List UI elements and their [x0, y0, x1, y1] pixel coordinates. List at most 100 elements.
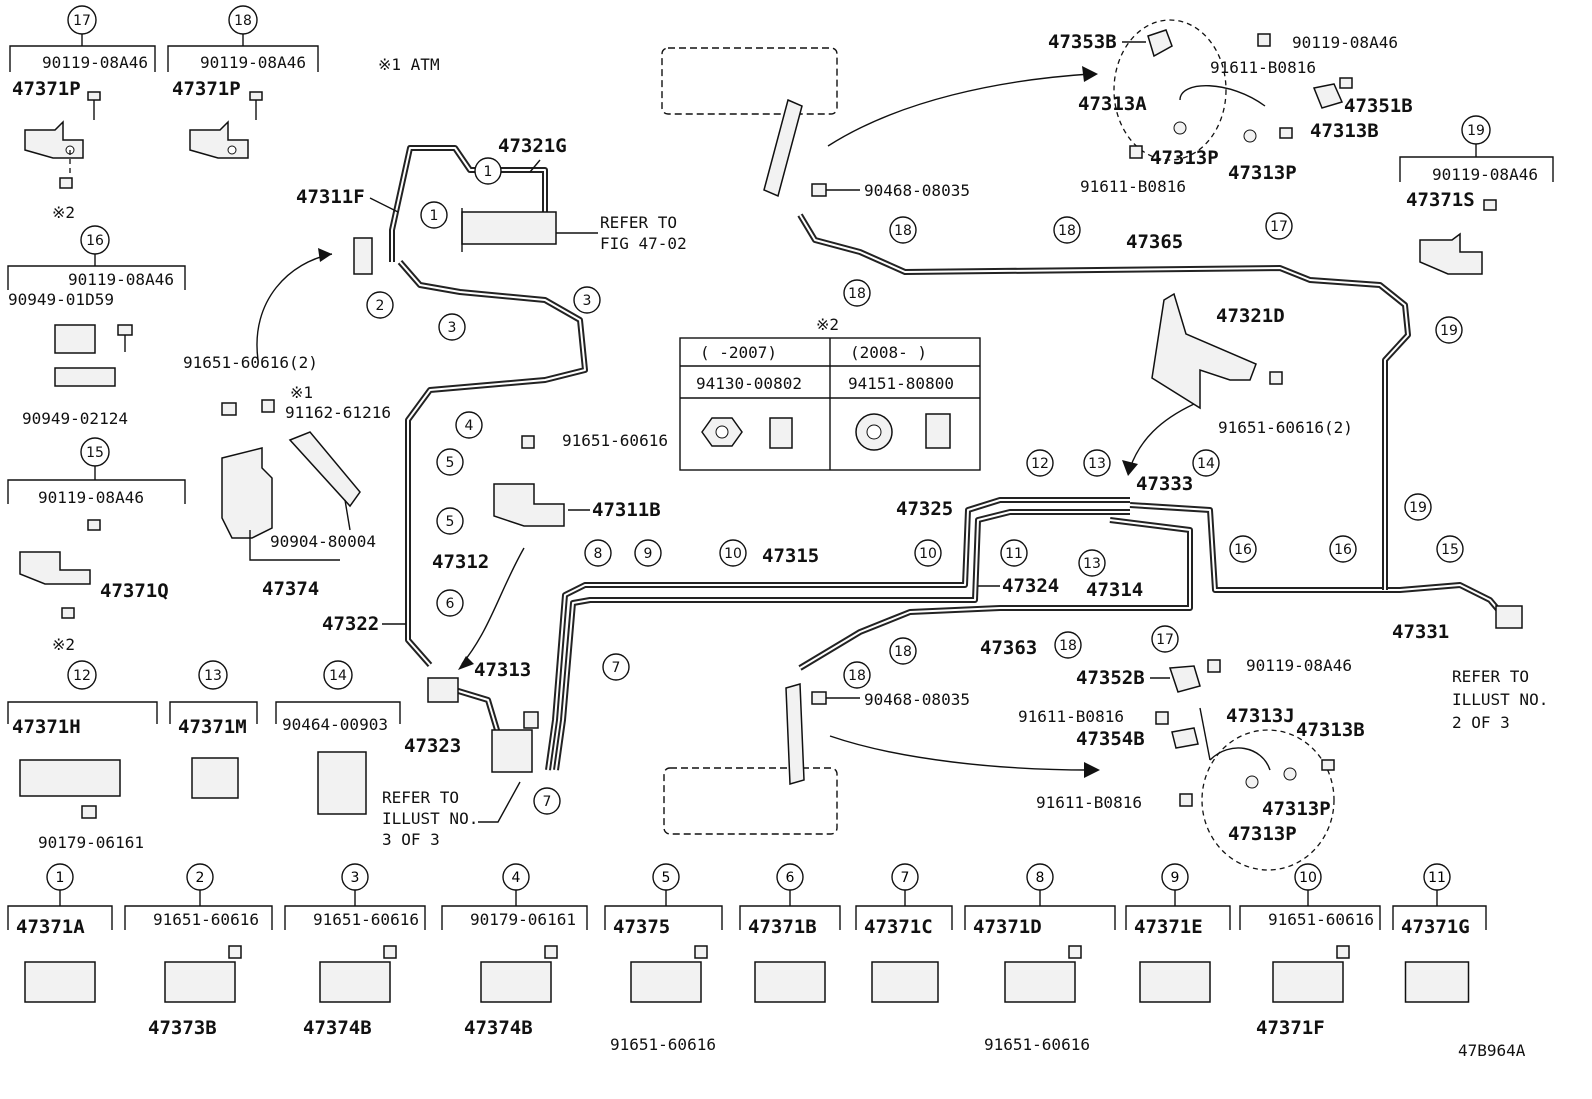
svg-text:14: 14 — [329, 668, 347, 684]
bolt-icon — [1155, 711, 1169, 725]
svg-text:16: 16 — [1234, 542, 1252, 558]
abs-actuator: REFER TO ILLUST NO. 3 OF 3 — [382, 677, 539, 849]
fastener-label: 91651-60616 — [984, 1035, 1090, 1054]
nut-icon — [59, 177, 73, 189]
svg-text:17: 17 — [1270, 219, 1288, 235]
clamp-icon — [480, 961, 552, 1003]
svg-text:1: 1 — [430, 208, 439, 224]
clip-icon — [811, 183, 827, 197]
clamp-part-label: 47375 — [613, 916, 670, 938]
bottom-clamp-row: 147371A247373B91651-60616347374B91651-60… — [7, 863, 1487, 1054]
nut-col2-header: (2008- ) — [850, 343, 927, 362]
callout-number: 3 — [351, 870, 360, 886]
svg-text:18: 18 — [894, 223, 912, 239]
label-47352B: 47352B — [1076, 667, 1145, 689]
caliper-detail-bottom: 47352B 90119-08A46 91611-B0816 47313J 47… — [1018, 656, 1365, 871]
label-91651-60616-2b: 91651-60616(2) — [1218, 418, 1353, 437]
bolt-icon — [1207, 659, 1221, 673]
bolt-icon — [1321, 759, 1335, 771]
bracket-icon — [1168, 665, 1201, 693]
refer-fig-text-2: FIG 47-02 — [600, 234, 687, 253]
callouts-master-area: 1 1 2 3 3 4 5 5 6 7 7 — [366, 157, 630, 815]
union-icon — [353, 237, 373, 275]
label-47321D: 47321D — [1216, 305, 1285, 327]
callout-number: 7 — [901, 870, 910, 886]
clamp-part-label: 47371C — [864, 916, 933, 938]
part-label-a: 90949-01D59 — [8, 290, 114, 309]
bracket-icon — [1147, 29, 1173, 58]
bolt-label: 90119-08A46 — [200, 53, 306, 72]
bracket-icon — [1151, 292, 1257, 410]
bolt-icon — [383, 945, 397, 959]
part-label: 90464-00903 — [282, 715, 388, 734]
clamp-icon — [1404, 961, 1470, 1003]
nut-col1-part: 94130-00802 — [696, 374, 802, 393]
nut-table-title: ※2 — [816, 315, 839, 334]
master-cylinder-icon — [461, 211, 557, 245]
callout-14: 14 — [323, 660, 353, 690]
refer-illust2-text-2: ILLUST NO. — [1452, 690, 1548, 709]
label-90468-08035-bot: 90468-08035 — [864, 690, 970, 709]
svg-text:14: 14 — [1197, 456, 1215, 472]
svg-text:6: 6 — [446, 596, 455, 612]
svg-text:18: 18 — [848, 286, 866, 302]
pad-icon — [317, 751, 367, 815]
clamp-part-label: 47371A — [16, 916, 85, 938]
label-47374: 47374 — [262, 578, 319, 600]
clamp-icon — [24, 120, 84, 159]
svg-text:16: 16 — [1334, 542, 1352, 558]
svg-text:18: 18 — [234, 13, 252, 29]
svg-text:3: 3 — [448, 320, 457, 336]
callout-13: 13 — [198, 660, 228, 690]
callout-number: 8 — [1036, 870, 1045, 886]
callout-number: 2 — [196, 870, 205, 886]
clamp-icon — [24, 961, 96, 1003]
bolt-icon — [521, 435, 535, 449]
bolt-label: 90119-08A46 — [1432, 165, 1538, 184]
clamp-icon — [191, 757, 239, 799]
bolt-icon — [261, 399, 275, 413]
bolt-icon — [1339, 77, 1353, 89]
clamp-part-label: 47374B — [303, 1017, 372, 1039]
svg-text:10: 10 — [724, 546, 742, 562]
clamp-part-label: 47371M — [178, 716, 247, 738]
group-12: 12 47371H 90179-06161 — [7, 660, 158, 852]
bolt-icon — [1129, 145, 1143, 159]
label-91611-B0816-t2: 91611-B0816 — [1080, 177, 1186, 196]
svg-text:15: 15 — [1441, 542, 1459, 558]
clip-icon — [811, 691, 827, 705]
mark-1: ※1 — [290, 383, 313, 402]
nut-col2-part: 94151-80800 — [848, 374, 954, 393]
nut-col1-header: ( -2007) — [700, 343, 777, 362]
svg-text:18: 18 — [1058, 223, 1076, 239]
group-17: 17 90119-08A46 47371P ※2 — [9, 5, 156, 222]
clamp-icon — [1272, 961, 1344, 1003]
flex-hose-bottom-icon — [785, 683, 805, 785]
svg-text:12: 12 — [1031, 456, 1049, 472]
clamp-icon — [19, 759, 121, 797]
label-91611-B0816-b2: 91611-B0816 — [1036, 793, 1142, 812]
label-47324: 47324 — [1002, 575, 1059, 597]
label-90468-08035-top: 90468-08035 — [864, 181, 970, 200]
nut-table: ※2 ( -2007) (2008- ) 94130-00802 94151-8… — [679, 315, 981, 471]
wheel-area-bottom — [663, 767, 838, 835]
actuator-block-icon — [491, 729, 533, 773]
bolt-label: 90119-08A46 — [38, 488, 144, 507]
svg-text:11: 11 — [1005, 546, 1023, 562]
label-47312: 47312 — [432, 551, 489, 573]
svg-text:19: 19 — [1409, 500, 1427, 516]
label-91611-B0816-b1: 91611-B0816 — [1018, 707, 1124, 726]
clamp-part-label: 47371P — [12, 78, 81, 100]
union-icon — [493, 483, 565, 527]
svg-text:15: 15 — [86, 445, 104, 461]
svg-text:18: 18 — [894, 644, 912, 660]
callout-12: 12 — [67, 660, 97, 690]
clamp-icon — [630, 961, 702, 1003]
